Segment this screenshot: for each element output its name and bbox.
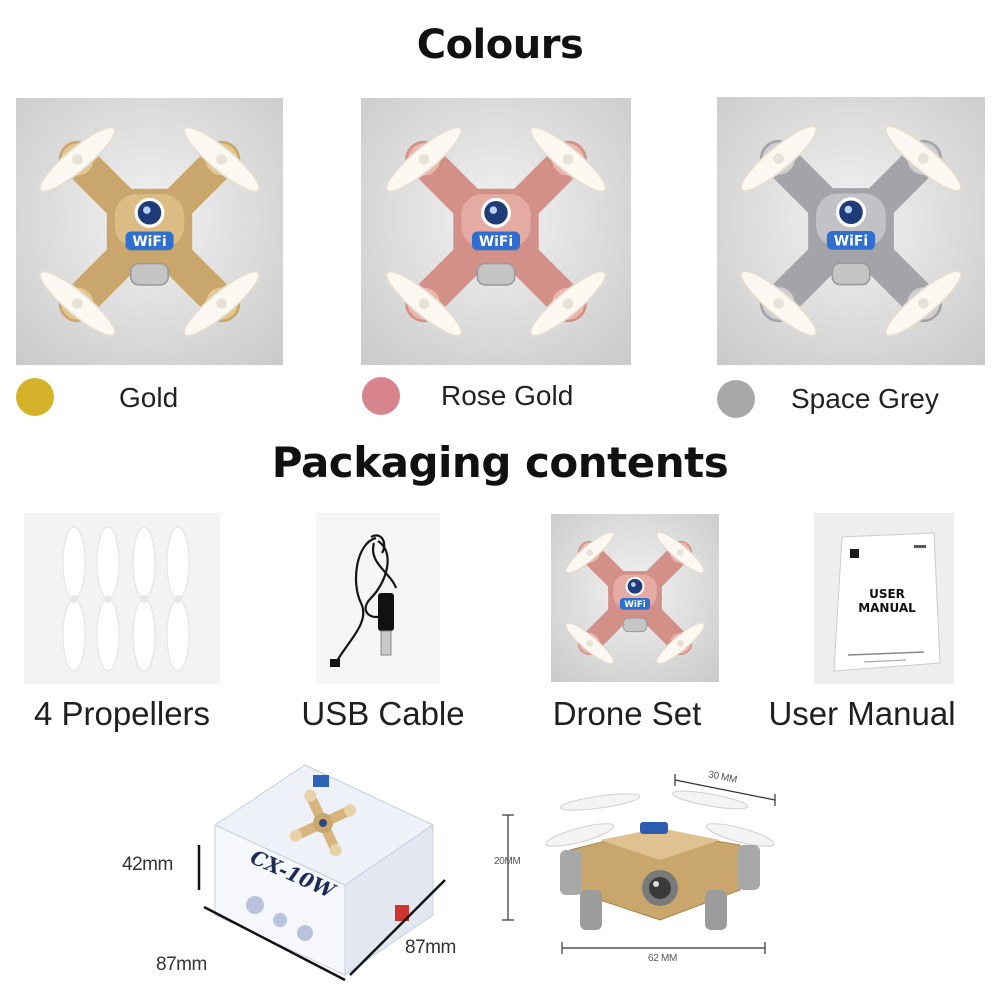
manual-title-line2: MANUAL	[858, 601, 916, 615]
colours-heading: Colours	[416, 22, 584, 68]
box-illustration: CX-10W	[195, 755, 455, 985]
drone-side-icon	[545, 790, 775, 930]
packaging-heading: Packaging contents	[271, 438, 729, 487]
wifi-badge-text: WiFi	[479, 234, 513, 250]
propellers-image	[24, 513, 220, 684]
drone-set-label: Drone Set	[552, 695, 702, 732]
wifi-badge-text: WiFi	[834, 234, 868, 250]
user-manual-image: USER MANUAL	[814, 513, 954, 684]
box-height-dimension: 42mm	[122, 854, 173, 875]
drone-space-grey-icon: WiFi	[740, 125, 962, 337]
usb-cable-image	[316, 513, 440, 684]
propellers-label: 4 Propellers	[33, 695, 211, 732]
drone-width-dimension: 62 MM	[648, 953, 678, 964]
drone-dimension-lines	[502, 774, 776, 954]
gold-label: Gold	[119, 382, 179, 413]
box-width-dimension: 87mm	[405, 937, 456, 958]
rose-gold-swatch	[362, 377, 400, 415]
drone-side-illustration	[540, 780, 780, 940]
drone-icon: WiFi	[565, 531, 705, 665]
wifi-badge-text: WiFi	[132, 234, 166, 250]
box-depth-dimension: 87mm	[156, 954, 207, 975]
box-icon: CX-10W	[213, 764, 435, 976]
wifi-badge-text: WiFi	[624, 600, 646, 610]
space-grey-swatch	[717, 380, 755, 418]
rose-gold-label: Rose Gold	[441, 380, 574, 411]
manual-title-line1: USER	[869, 587, 905, 601]
user-manual-icon: USER MANUAL	[833, 532, 941, 672]
drone-height-dimension: 20MM	[494, 856, 521, 867]
drone-photo-space-grey: WiFi	[717, 97, 985, 365]
propellers-icon	[62, 526, 190, 672]
drone-photo-rose-gold: WiFi	[361, 98, 631, 365]
usb-cable-icon	[330, 534, 398, 667]
space-grey-label: Space Grey	[791, 383, 939, 414]
gold-swatch	[16, 378, 54, 416]
user-manual-label: User Manual	[768, 695, 956, 732]
drone-photo-gold: WiFi	[16, 98, 283, 365]
drone-set-image: WiFi	[551, 514, 719, 682]
usb-cable-label: USB Cable	[301, 695, 465, 732]
box-dimension-lines	[197, 845, 446, 982]
drone-gold-icon: WiFi	[39, 126, 260, 337]
drone-rose-gold-icon: WiFi	[385, 126, 607, 337]
